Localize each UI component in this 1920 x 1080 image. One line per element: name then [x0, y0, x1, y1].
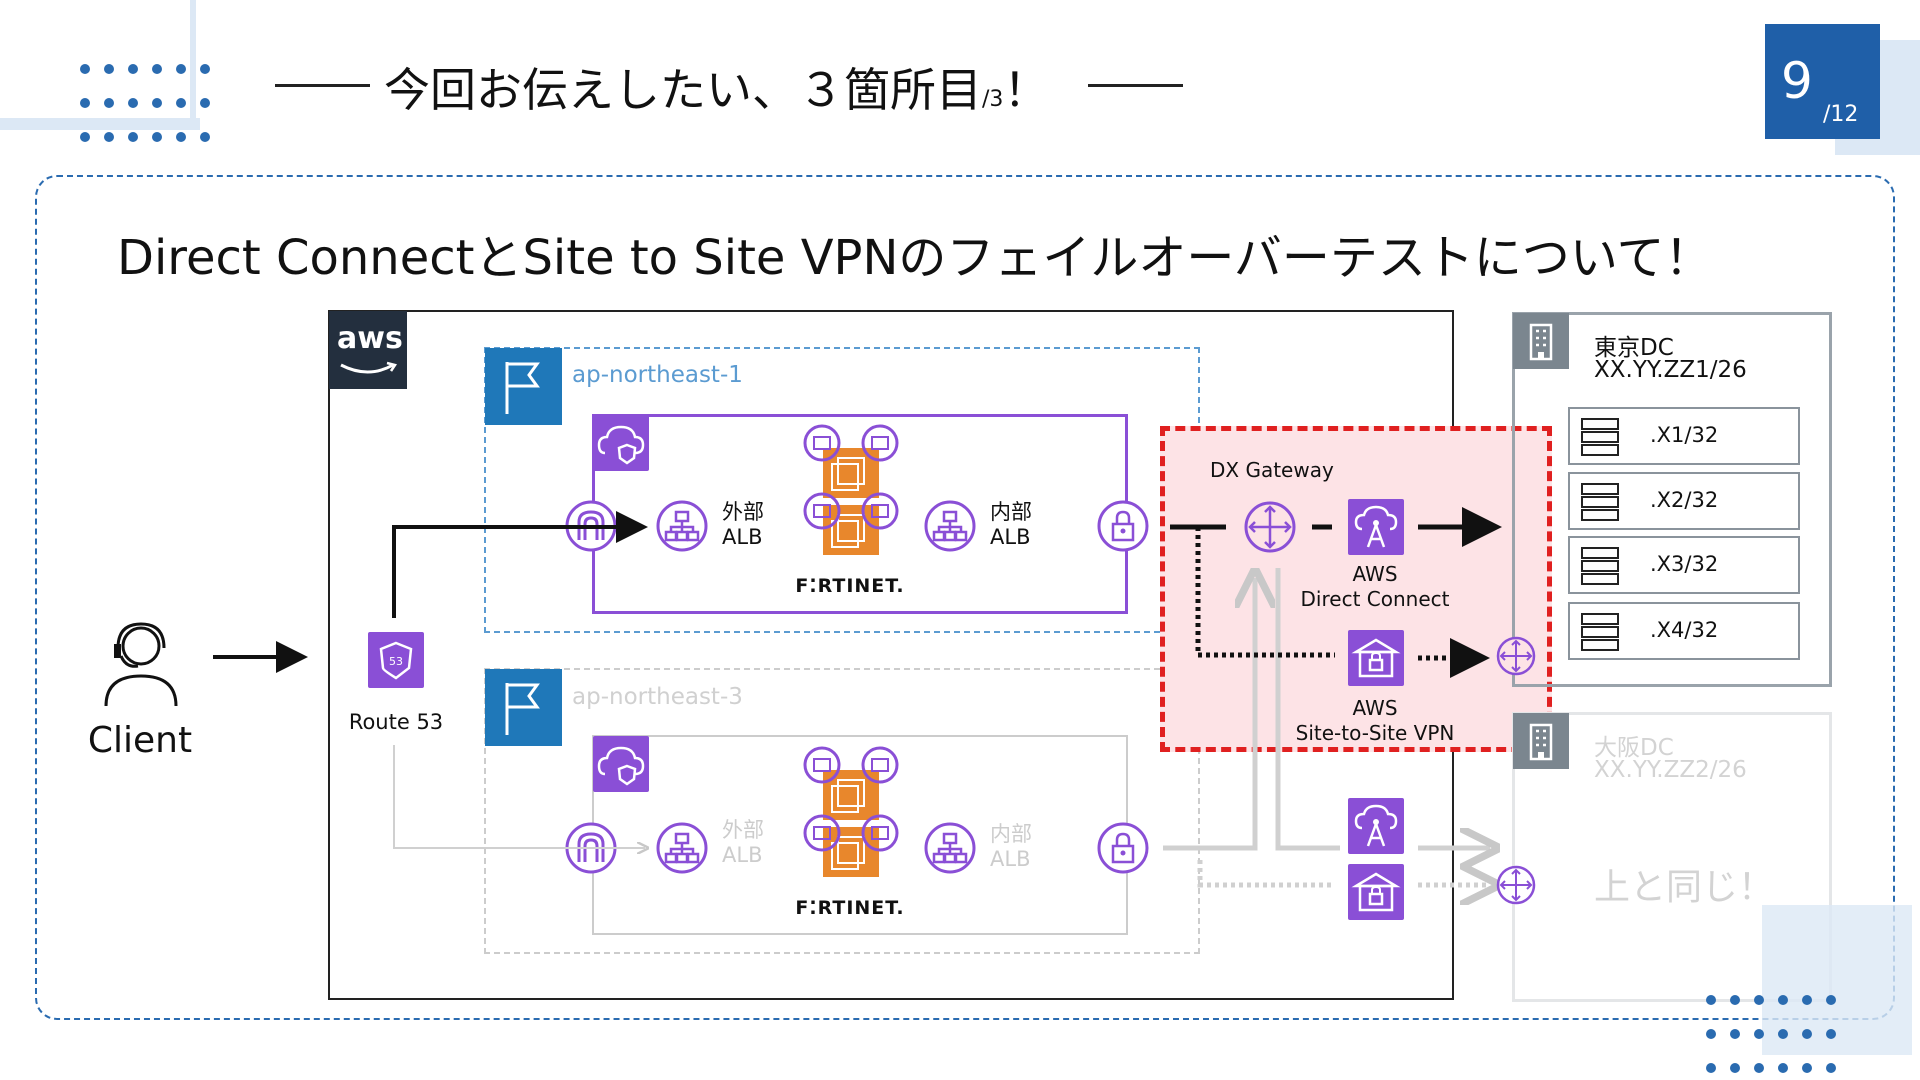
tokyo-dc-building-icon	[1513, 313, 1569, 369]
aws-logo-text: aws	[337, 321, 403, 356]
tokyo-server-2-ip: .X2/32	[1650, 488, 1719, 512]
page-title-mark: ！	[1003, 63, 1050, 117]
tokyo-server-4: .X4/32	[1568, 602, 1800, 660]
page-total: /12	[1823, 102, 1859, 127]
region-3-internal-alb-line2: ALB	[990, 847, 1031, 871]
tokyo-dc-cidr: XX.YY.ZZ1/26	[1594, 357, 1747, 383]
region-1-internal-alb-line1: 内部	[990, 500, 1032, 524]
server-icon	[1581, 613, 1619, 651]
header-dot-grid	[80, 64, 210, 142]
region-3-external-alb-icon	[656, 822, 708, 874]
region-3-external-alb-line2: ALB	[722, 843, 763, 867]
region-1-flag-icon	[485, 348, 562, 425]
site-to-site-vpn-label: AWS Site-to-Site VPN	[1280, 696, 1470, 746]
region-3-external-alb-label: 外部 ALB	[722, 818, 764, 868]
page-title: 今回お伝えしたい、３箇所目/3！	[384, 54, 1049, 120]
dx-gateway-icon	[1243, 500, 1297, 554]
region-1-vpc-cloud-shield-icon	[593, 415, 649, 471]
region-3-name: ap-northeast-3	[572, 684, 743, 710]
tokyo-dc-box	[1512, 312, 1832, 687]
tokyo-server-1-ip: .X1/32	[1650, 423, 1719, 447]
direct-connect-line2: Direct Connect	[1300, 587, 1450, 611]
site-to-site-vpn-line2: Site-to-Site VPN	[1295, 721, 1455, 745]
region-3-vpc-cloud-shield-icon	[593, 736, 649, 792]
header-accent-line-vertical	[190, 0, 196, 130]
dx-gateway-label: DX Gateway	[1210, 458, 1334, 482]
region-ap-northeast-3	[484, 668, 1200, 954]
osaka-dc-note: 上と同じ！	[1594, 867, 1775, 908]
region3-gray-line-2	[1275, 568, 1340, 851]
title-rule-right	[1088, 84, 1183, 87]
page-number: 9	[1781, 52, 1813, 110]
route53-label: Route 53	[348, 710, 444, 734]
header-accent-line-horizontal	[0, 118, 200, 130]
server-icon	[1581, 547, 1619, 585]
slide-heading: Direct ConnectとSite to Site VPNのフェイルオーバー…	[117, 230, 1713, 286]
title-rule-left	[275, 84, 370, 87]
footer-dot-grid	[1706, 995, 1836, 1073]
osaka-dc-building-icon	[1513, 713, 1569, 769]
region-3-fortinet-logo: F⁚RTINET.	[795, 897, 905, 919]
client-icon	[96, 618, 186, 708]
server-icon	[1581, 418, 1619, 456]
region-3-internal-alb-line1: 内部	[990, 822, 1032, 846]
region-1-external-alb-line1: 外部	[722, 500, 764, 524]
osaka-direct-connect-icon	[1348, 798, 1404, 854]
route53-icon: 53	[368, 632, 424, 688]
failover-highlight-area	[1160, 426, 1552, 752]
page-title-fraction: /3	[982, 87, 1004, 112]
region-1-name: ap-northeast-1	[572, 362, 743, 388]
region-3-internal-alb-icon	[924, 822, 976, 874]
tokyo-vpn-endpoint-icon	[1496, 636, 1536, 676]
direct-connect-label: AWS Direct Connect	[1290, 562, 1460, 612]
region-3-fortinet-instances	[800, 745, 900, 885]
tokyo-dc-name: 東京DC	[1594, 335, 1674, 361]
direct-connect-icon	[1348, 499, 1404, 555]
route53-badge: 53	[389, 655, 403, 668]
site-to-site-vpn-line1: AWS	[1352, 696, 1398, 720]
region-3-vpn-gateway-lock-icon	[1097, 822, 1149, 874]
osaka-vpn-endpoint-icon	[1496, 865, 1536, 905]
tokyo-server-4-ip: .X4/32	[1650, 618, 1719, 642]
region-1-external-alb-line2: ALB	[722, 525, 763, 549]
region-1-internal-alb-line2: ALB	[990, 525, 1031, 549]
region-3-flag-icon	[485, 669, 562, 746]
region3-vpn-gray-dotted	[1197, 860, 1335, 888]
region-1-vpn-gateway-lock-icon	[1097, 500, 1149, 552]
region-1-fortinet-logo: F⁚RTINET.	[795, 575, 905, 597]
server-icon	[1581, 483, 1619, 521]
region-1-internal-alb-label: 内部 ALB	[990, 500, 1032, 550]
region-3-internal-alb-label: 内部 ALB	[990, 822, 1032, 872]
vpn-dotted-path	[1195, 527, 1335, 658]
region-1-external-alb-label: 外部 ALB	[722, 500, 764, 550]
tokyo-server-1: .X1/32	[1568, 407, 1800, 465]
osaka-dc-name: 大阪DC	[1594, 735, 1674, 761]
route53-to-region3-line	[393, 745, 645, 848]
page-title-text: 今回お伝えしたい、３箇所目	[384, 63, 982, 117]
osaka-site-to-site-vpn-icon	[1348, 864, 1404, 920]
osaka-dc-cidr: XX.YY.ZZ2/26	[1594, 757, 1747, 783]
content-frame	[35, 175, 1895, 1020]
region-1-internal-alb-icon	[924, 500, 976, 552]
site-to-site-vpn-icon	[1348, 630, 1404, 686]
tokyo-server-2: .X2/32	[1568, 472, 1800, 530]
region-1-fortinet-instances	[800, 423, 900, 563]
route53-to-alb-arrow	[392, 511, 648, 618]
region3-to-dc-gray-line	[1163, 578, 1255, 851]
direct-connect-line1: AWS	[1352, 562, 1398, 586]
client-label: Client	[87, 720, 193, 761]
tokyo-server-3-ip: .X3/32	[1650, 552, 1719, 576]
region-3-external-alb-line1: 外部	[722, 818, 764, 842]
aws-logo: aws	[329, 311, 407, 389]
page-number-badge: 9 /12	[1765, 24, 1880, 139]
region-1-external-alb-icon	[656, 500, 708, 552]
tokyo-server-3: .X3/32	[1568, 536, 1800, 594]
osaka-dc-box	[1512, 712, 1832, 1002]
